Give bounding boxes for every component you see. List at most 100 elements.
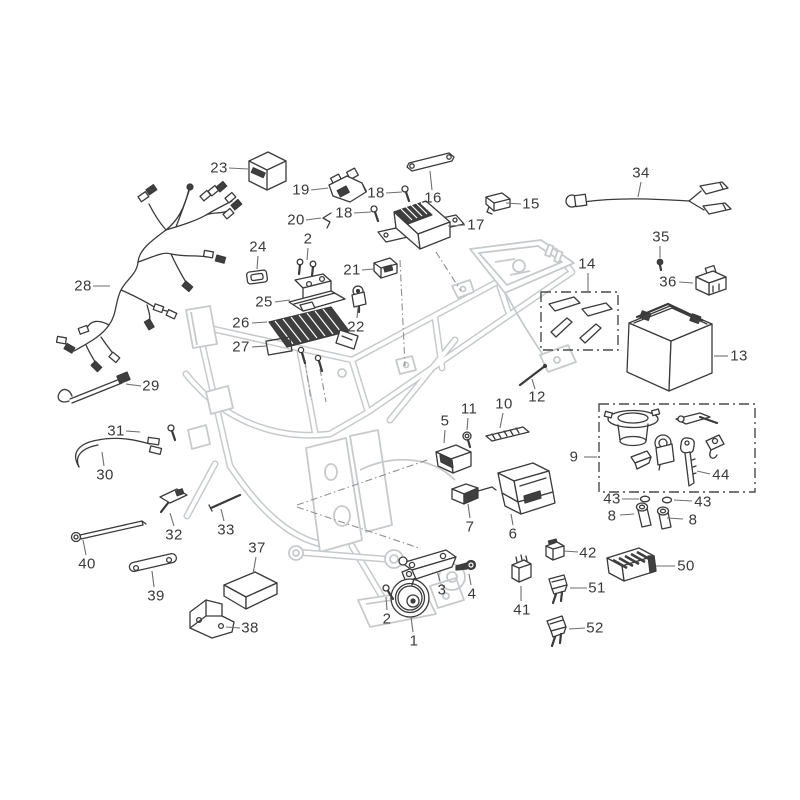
part-label-24: 24 <box>249 238 267 256</box>
part-label-25: 25 <box>255 293 273 311</box>
part-label-1: 1 <box>409 632 419 650</box>
leader-line-21 <box>361 268 375 271</box>
part-label-21: 21 <box>343 261 361 279</box>
part-label-4: 4 <box>467 585 477 603</box>
part-23-relay-box <box>248 151 287 191</box>
leader-line-1 <box>410 616 414 633</box>
part-label-22: 22 <box>347 318 365 336</box>
leader-line-52 <box>568 627 586 630</box>
part-22-sensor <box>351 285 367 314</box>
part-label-38: 38 <box>241 619 259 637</box>
part-label-30: 30 <box>96 466 114 484</box>
part-8-bolts <box>635 502 672 530</box>
part-11-bolt <box>462 431 472 449</box>
part-label-34: 34 <box>632 164 650 182</box>
part-label-51: 51 <box>588 579 606 597</box>
leader-line-39 <box>151 570 155 588</box>
part-4-bolt <box>455 559 477 571</box>
leader-line-10 <box>499 412 504 429</box>
part-13-battery <box>626 302 713 392</box>
part-21-relay <box>373 257 398 279</box>
part-label-7: 7 <box>465 518 475 536</box>
label-leader-lines <box>82 167 728 633</box>
part-39-stay-strip <box>128 552 178 573</box>
part-label-17: 17 <box>467 216 485 234</box>
part-label-13: 13 <box>730 347 748 365</box>
part-label-20: 20 <box>287 211 305 229</box>
part-14-pad-kit <box>540 291 619 351</box>
part-label-40: 40 <box>78 555 96 573</box>
part-6-starter-relay-unit <box>497 462 556 515</box>
part-label-19: 19 <box>292 181 310 199</box>
leader-line-16 <box>429 170 433 191</box>
part-label-43: 43 <box>603 490 621 508</box>
part-label-43: 43 <box>694 493 712 511</box>
part-36-connector <box>695 264 727 296</box>
leader-line-44 <box>696 470 711 475</box>
leader-line-25 <box>274 299 291 303</box>
part-12-pin <box>518 363 548 387</box>
leader-line-6 <box>510 513 514 526</box>
leader-line-42 <box>563 550 579 553</box>
leader-line-18 <box>353 211 372 214</box>
part-3-horn-bracket <box>398 549 457 586</box>
part-41-connector <box>511 554 532 583</box>
part-label-41: 41 <box>513 601 531 619</box>
part-label-35: 35 <box>652 228 670 246</box>
leader-line-19 <box>310 187 329 191</box>
frame-mount-tab <box>451 279 475 299</box>
part-7-sensor-bracket <box>451 483 497 505</box>
part-25-mount-plate <box>288 290 346 312</box>
seat-latch <box>630 450 652 470</box>
part-27-bracket-screws <box>265 336 324 373</box>
part-label-23: 23 <box>210 159 228 177</box>
leader-line-22 <box>356 306 359 319</box>
leader-line-31 <box>125 430 141 433</box>
leader-line-20 <box>305 217 322 221</box>
part-label-31: 31 <box>107 422 125 440</box>
part-label-37: 37 <box>248 539 266 557</box>
part-52-mini-fuse <box>546 615 567 648</box>
leader-line-36 <box>678 281 694 284</box>
part-28-wiring-harness <box>55 180 243 373</box>
frame-pivot-plates <box>305 429 393 553</box>
leader-line-7 <box>467 503 471 519</box>
part-label-11: 11 <box>460 400 478 418</box>
leader-line-30 <box>101 451 105 467</box>
leader-line-17 <box>447 224 466 227</box>
leader-line-34 <box>637 181 642 198</box>
helmet-lock <box>705 434 725 459</box>
part-32-latch <box>159 488 188 514</box>
part-label-18: 18 <box>335 204 353 222</box>
part-19-flasher-relay <box>328 167 367 203</box>
part-label-42: 42 <box>579 544 597 562</box>
part-15-diode <box>485 192 511 215</box>
part-17-ecu-unit <box>377 200 465 250</box>
part-38-bracket <box>189 599 235 639</box>
part-label-8: 8 <box>607 507 617 525</box>
part-44-key <box>679 437 697 487</box>
part-label-10: 10 <box>495 395 513 413</box>
leader-line-18 <box>385 191 403 194</box>
leader-line-32 <box>169 512 175 527</box>
part-9-lock-set <box>598 403 756 493</box>
part-label-33: 33 <box>217 521 235 539</box>
part-33-pin <box>208 493 242 512</box>
part-label-12: 12 <box>528 388 546 406</box>
part-40-long-bolt <box>70 520 147 543</box>
part-10-stay-strip <box>485 426 530 442</box>
part-label-39: 39 <box>147 587 165 605</box>
motorcycle-frame <box>182 239 577 628</box>
leader-line-15 <box>505 202 522 205</box>
leader-line-8 <box>619 513 635 516</box>
part-31-screw <box>167 424 177 442</box>
part-label-44: 44 <box>712 466 730 484</box>
part-51-mini-fuse <box>548 574 568 605</box>
part-42-fuse-holder <box>545 538 565 561</box>
leader-line-23 <box>228 167 249 170</box>
part-label-8: 8 <box>688 511 698 529</box>
part-label-5: 5 <box>440 412 450 430</box>
part-label-52: 52 <box>586 619 604 637</box>
